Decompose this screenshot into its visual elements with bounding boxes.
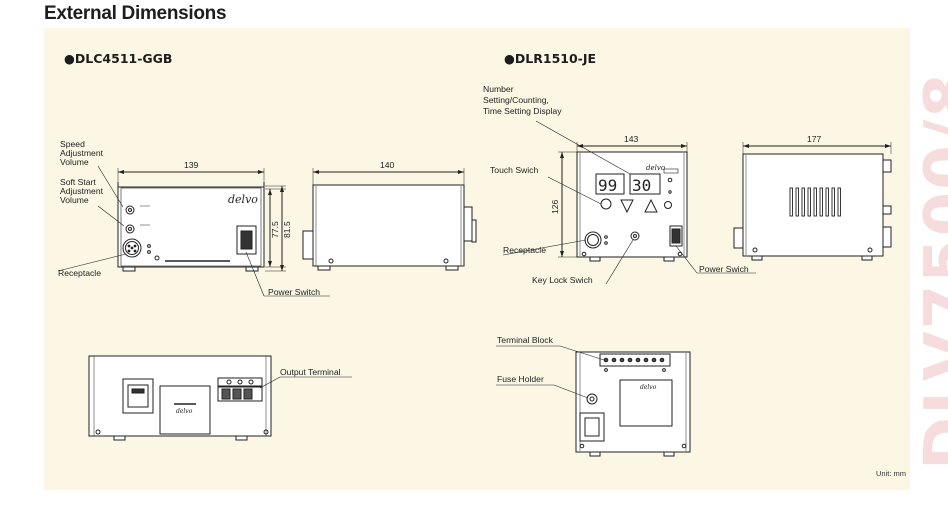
speed-label-3: Volume [60,157,89,167]
fuse-holder-label: Fuse Holder [497,374,544,384]
dlc-rear-brand: delvo [176,408,193,415]
dlr-front-view [576,151,688,262]
dlr-width-dim: 143 [624,134,639,144]
dlr-display-left: 99 [598,176,617,195]
dlr-rear-brand: delvo [640,384,657,391]
speed-label-2: Adjustment [60,148,104,158]
softstart-label-2: Adjustment [60,186,104,196]
key-lock-label: Key Lock Swich [532,275,593,285]
dlc-brand-logo: delvo [228,193,258,206]
dlc-width-dim: 139 [184,160,199,170]
dlr-power-switch-label: Power Swich [699,264,749,274]
dlr-display-right: 30 [632,176,651,195]
dlc-receptacle-label: Receptacle [58,268,101,278]
output-terminal-label: Output Terminal [280,367,341,377]
dlc-depth-dim: 140 [380,160,395,170]
dlc-rear-view [88,355,272,441]
display-label-3: Time Setting Display [483,106,562,116]
unit-note: Unit: mm [876,469,906,478]
dlr-height-dim: 126 [550,199,560,214]
page-title: External Dimensions [44,3,227,24]
softstart-label-3: Volume [60,195,89,205]
dlr-depth-dim: 177 [807,134,822,144]
speed-label-1: Speed [60,139,85,149]
dlr-rear-view [575,351,691,457]
dlc-front-view [117,182,265,272]
dlc-power-switch-label: Power Switch [268,287,320,297]
dlc-height1-dim: 77.5 [270,221,280,238]
dlr-side-view [733,153,892,261]
display-label-1: Number [483,84,514,94]
touch-switch-label: Touch Swich [490,165,538,175]
display-label-2: Setting/Counting, [483,95,549,105]
dlr-receptacle-label: Receptacle [503,245,546,255]
dlc-side-view [302,184,477,271]
left-model-name: ●DLC4511-GGB [64,51,173,66]
terminal-block-label: Terminal Block [497,335,554,345]
right-model-name: ●DLR1510-JE [504,51,597,66]
dlr-brand-logo: delvo [646,164,665,172]
dlc-height2-dim: 81.5 [282,221,292,238]
softstart-label-1: Soft Start [60,177,96,187]
